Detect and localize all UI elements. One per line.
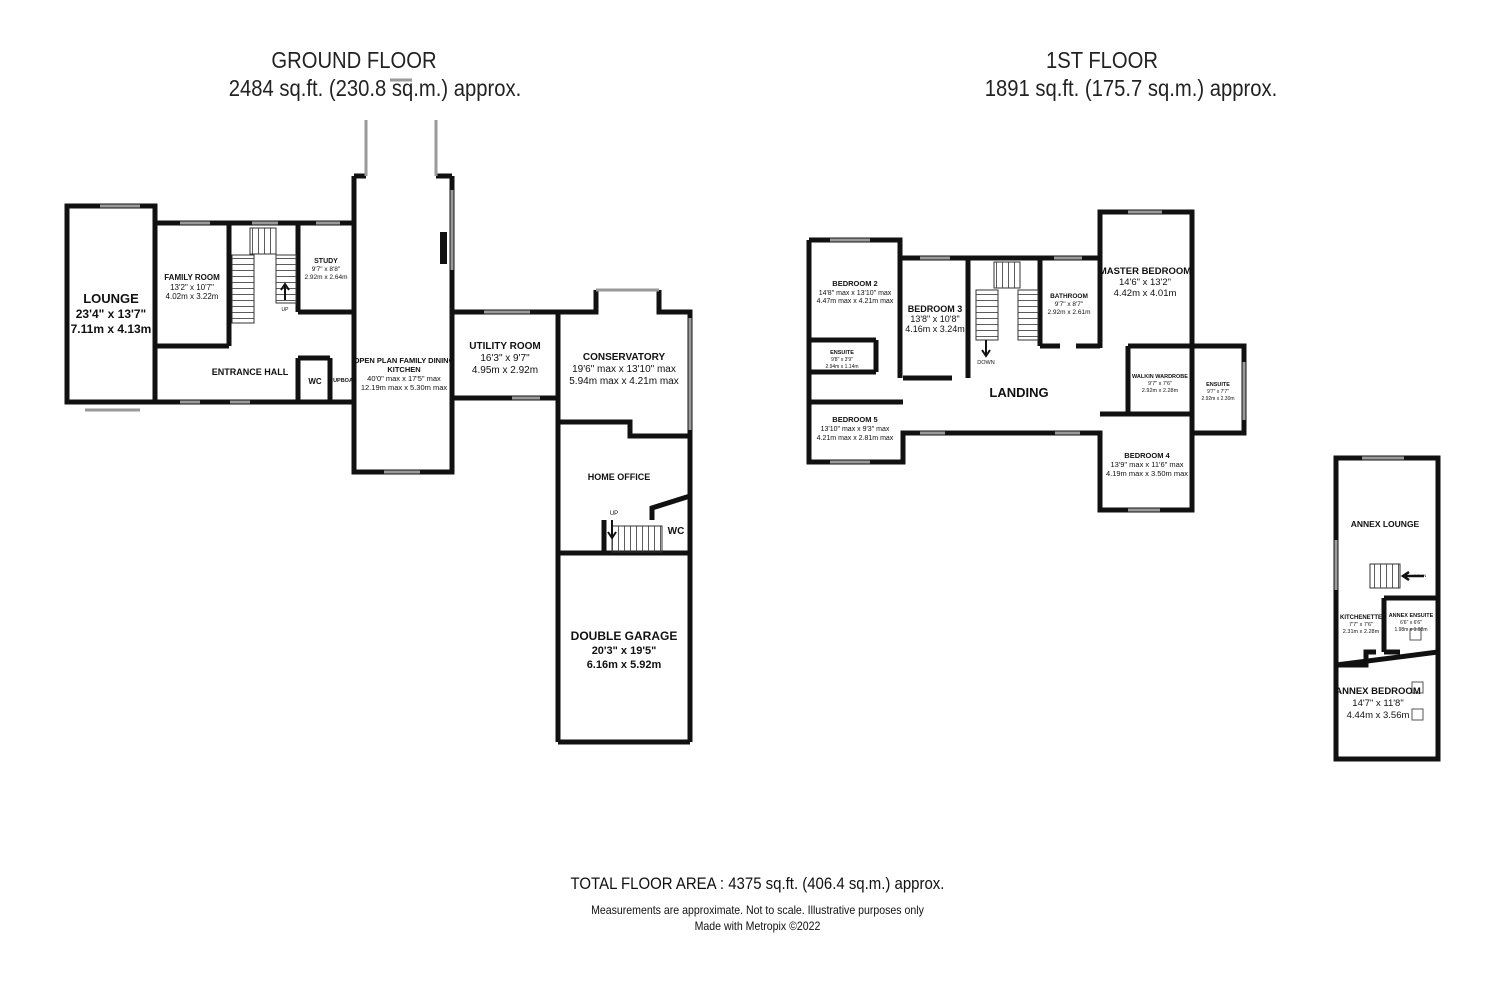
kitchenette-dim-imperial: 7'7" x 7'6" (1349, 622, 1373, 628)
annex-ensuite-dim-metric: 1.98m x 1.98m (1394, 627, 1427, 633)
wc-label: WC (308, 377, 322, 386)
wardrobe-dim-imperial: 9'7" x 7'6" (1148, 381, 1172, 387)
family-room-dim-metric: 4.02m x 3.22m (166, 292, 219, 301)
master-dim-imperial: 14'6" x 13'2" (1119, 277, 1171, 288)
kitchen-label: OPEN PLAN FAMILY DINING (354, 356, 455, 365)
study-dim-metric: 2.92m x 2.64m (305, 274, 348, 281)
garage-dim-imperial: 20'3" x 19'5" (592, 645, 657, 657)
ensuite1-dim-metric: 2.94m x 1.14m (825, 364, 858, 370)
family-room-dim-imperial: 13'2" x 10'7" (170, 283, 214, 292)
conservatory-dim-metric: 5.94m max x 4.21m max (569, 376, 678, 387)
kitchen-chimney (440, 232, 447, 264)
lounge-dim-imperial: 23'4" x 13'7" (76, 307, 146, 321)
first-floor-windows (830, 210, 1246, 512)
disclaimer: Measurements are approximate. Not to sca… (591, 903, 924, 917)
ground-stairs-flight-1 (231, 254, 255, 324)
annex-down-arrow-icon (1400, 570, 1424, 582)
first-floor-walls (806, 209, 1247, 513)
utility-dim-metric: 4.95m x 2.92m (472, 365, 538, 376)
bedroom4-label: BEDROOM 4 (1124, 451, 1170, 460)
bedroom4-dim-metric: 4.19m max x 3.50m max (1106, 469, 1188, 478)
kitchenette-dim-metric: 2.31m x 2.28m (1343, 629, 1380, 635)
ground-stairs-flight-2 (249, 227, 277, 255)
annex-bedroom-dim-imperial: 14'7" x 11'8" (1352, 698, 1403, 709)
garage-label: DOUBLE GARAGE (571, 629, 678, 643)
office-stairs (611, 525, 663, 553)
office-stair-label: UP (610, 511, 618, 517)
ground-stairs-flight-3 (275, 254, 297, 304)
bedroom2-dim-imperial: 14'8" max x 13'10" max (819, 290, 892, 297)
down-arrow-icon (607, 520, 617, 540)
ground-floor-area: 2484 sq.ft. (230.8 sq.m.) approx. (229, 75, 521, 102)
utility-dim-imperial: 16'3" x 9'7" (480, 353, 530, 364)
conservatory-label: CONSERVATORY (583, 352, 666, 363)
stair-up-label: UP (282, 307, 290, 313)
annex-ensuite-label: ANNEX ENSUITE (1389, 613, 1434, 619)
bedroom2-label: BEDROOM 2 (832, 279, 877, 288)
first-floor-labels: BEDROOM 2 14'8" max x 13'10" max 4.47m m… (817, 266, 1235, 478)
annex-ensuite-dim-imperial: 6'6" x 6'6" (1400, 620, 1422, 626)
annex-windows (1334, 456, 1404, 590)
bedroom5-dim-imperial: 13'10" max x 9'3" max (821, 426, 890, 433)
wc2-label: WC (668, 526, 685, 537)
first-floor-title: 1ST FLOOR (1046, 47, 1158, 74)
wardrobe-label: WALKIN WARDROBE (1132, 374, 1188, 380)
ensuite2-dim-metric: 2.92m x 2.30m (1201, 396, 1234, 402)
kitchen-label-line-2: KITCHEN (387, 365, 420, 374)
study-label: STUDY (314, 258, 338, 265)
up-arrow-icon (280, 282, 290, 300)
bedroom2-dim-metric: 4.47m max x 4.21m max (817, 298, 894, 305)
landing-down-arrow-icon (981, 340, 991, 358)
total-floor-area: TOTAL FLOOR AREA : 4375 sq.ft. (406.4 sq… (570, 874, 945, 893)
annex-bedroom-dim-metric: 4.44m x 3.56m (1347, 710, 1410, 721)
ground-floor-title: GROUND FLOOR (271, 47, 436, 74)
lounge-dim-metric: 7.11m x 4.13m (71, 322, 152, 336)
bedroom3-dim-imperial: 13'8" x 10'8" (910, 314, 959, 324)
study-dim-imperial: 9'7" x 8'8" (312, 266, 341, 273)
family-room-label: FAMILY ROOM (164, 273, 220, 282)
bathroom-dim-imperial: 9'7" x 8'7" (1055, 301, 1084, 308)
ensuite2-dim-imperial: 9'7" x 7'7" (1207, 389, 1229, 395)
landing-stairs-flight-3 (1017, 289, 1039, 341)
master-bedroom-label: MASTER BEDROOM (1099, 266, 1191, 277)
garage-dim-metric: 6.16m x 5.92m (587, 659, 662, 671)
landing-label: LANDING (989, 385, 1048, 400)
entrance-hall-label: ENTRANCE HALL (212, 367, 289, 377)
annex-stairs (1369, 563, 1401, 589)
bedroom4-dim-imperial: 13'9" max x 11'6" max (1110, 460, 1183, 469)
bathroom-dim-metric: 2.92m x 2.61m (1048, 309, 1091, 316)
first-floor-area: 1891 sq.ft. (175.7 sq.m.) approx. (985, 75, 1277, 102)
annex-bedroom-label: ANNEX BEDROOM (1335, 686, 1421, 697)
ensuite1-label: ENSUITE (830, 350, 854, 356)
annex-fixtures (1409, 628, 1424, 721)
landing-stairs-flight-1 (975, 289, 999, 341)
lounge-label: LOUNGE (83, 291, 139, 306)
kitchen-dim-metric: 12.19m max x 5.30m max (361, 383, 448, 392)
ground-floor-walls (64, 173, 693, 745)
annex-lounge-label: ANNEX LOUNGE (1351, 519, 1420, 529)
bedroom3-label: BEDROOM 3 (908, 304, 963, 314)
landing-stairs-flight-2 (993, 261, 1021, 289)
bedroom3-dim-metric: 4.16m x 3.24m (905, 324, 965, 334)
landing-stair-label: DOWN (977, 360, 994, 366)
annex-stair-label: DOWN (1414, 573, 1427, 578)
cupboard-label: CUPBOAR (329, 378, 357, 384)
ensuite1-dim-imperial: 9'8" x 3'9" (831, 357, 853, 363)
kitchenette-label: KITCHENETTE (1340, 615, 1382, 621)
home-office-label: HOME OFFICE (588, 472, 651, 482)
ensuite2-label: ENSUITE (1206, 382, 1230, 388)
made-with-credit: Made with Metropix ©2022 (694, 919, 821, 933)
annex-labels: ANNEX LOUNGE KITCHENETTE 7'7" x 7'6" 2.3… (1335, 519, 1433, 721)
bedroom5-dim-metric: 4.21m max x 2.81m max (817, 435, 894, 442)
ground-floor-windows (85, 78, 692, 474)
ground-floor-labels: LOUNGE 23'4" x 13'7" 7.11m x 4.13m FAMIL… (71, 258, 685, 671)
kitchen-dim-imperial: 40'0" max x 17'5" max (367, 374, 441, 383)
master-dim-metric: 4.42m x 4.01m (1114, 288, 1177, 299)
conservatory-dim-imperial: 19'6" max x 13'10" max (572, 364, 676, 375)
utility-room-label: UTILITY ROOM (469, 341, 540, 352)
wardrobe-dim-metric: 2.92m x 2.28m (1142, 388, 1179, 394)
bedroom5-label: BEDROOM 5 (832, 415, 877, 424)
bathroom-label: BATHROOM (1050, 293, 1088, 300)
